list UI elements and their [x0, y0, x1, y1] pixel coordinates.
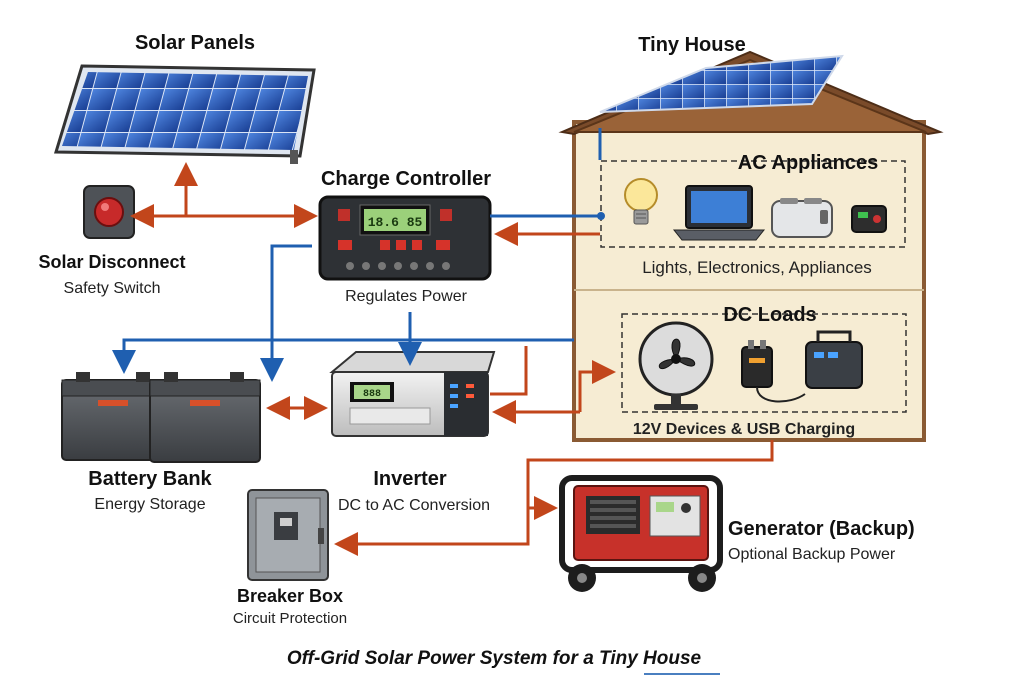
breaker-box-icon [247, 489, 329, 581]
wire-controller-battery [260, 244, 312, 382]
toaster-icon [771, 198, 833, 238]
wire-bus-battery [112, 338, 574, 374]
red-button-icon [83, 185, 135, 239]
inverter-icon [329, 351, 496, 437]
dc-loads-subtitle: 12V Devices & USB Charging [632, 421, 856, 438]
charge-controller-subtitle: Regulates Power [345, 288, 467, 305]
tiny-house-title: Tiny House [638, 34, 746, 56]
breaker-box-title: Breaker Box [236, 586, 344, 606]
caption-underline [644, 673, 720, 675]
generator-subtitle: Optional Backup Power [728, 546, 896, 563]
battery-icon [61, 372, 261, 463]
battery-bank-title: Battery Bank [88, 468, 212, 490]
usb-charger-icon [741, 340, 806, 403]
inverter-subtitle: DC to AC Conversion [337, 497, 491, 514]
wire-inverter-house [490, 346, 528, 396]
ac-appliances-title: AC Appliances [737, 152, 879, 174]
lightbulb-icon [624, 178, 658, 225]
wiring [112, 128, 774, 556]
wire-to-breaker [334, 440, 774, 556]
breaker-box-subtitle: Circuit Protection [232, 610, 348, 627]
speaker-icon [851, 205, 887, 233]
laptop-icon [672, 185, 766, 241]
power-station-icon [805, 330, 863, 389]
controller-display-readout: 18.6 85 [368, 215, 423, 230]
battery-bank-subtitle: Energy Storage [94, 496, 206, 513]
wire-dc-loads [578, 360, 616, 412]
solar-panels-title: Solar Panels [134, 32, 256, 54]
ac-appliances-area [600, 160, 906, 248]
generator-title: Generator (Backup) [728, 518, 915, 540]
solar-panel-icon [53, 64, 316, 164]
fan-icon [638, 321, 714, 410]
solar-disconnect-subtitle: Safety Switch [63, 280, 161, 297]
inverter-title: Inverter [373, 468, 447, 490]
diagram-caption: Off-Grid Solar Power System for a Tiny H… [286, 648, 702, 669]
charge-controller-title: Charge Controller [320, 168, 492, 190]
generator-icon [559, 475, 723, 592]
charge-controller-icon [318, 195, 492, 281]
inverter-display-readout: 888 [363, 389, 381, 400]
dc-loads-title: DC Loads [723, 304, 817, 326]
solar-disconnect-title: Solar Disconnect [38, 252, 186, 272]
ac-appliances-subtitle: Lights, Electronics, Appliances [642, 258, 872, 277]
roof-solar-panel-icon [599, 54, 844, 113]
dc-loads-area [621, 313, 907, 413]
